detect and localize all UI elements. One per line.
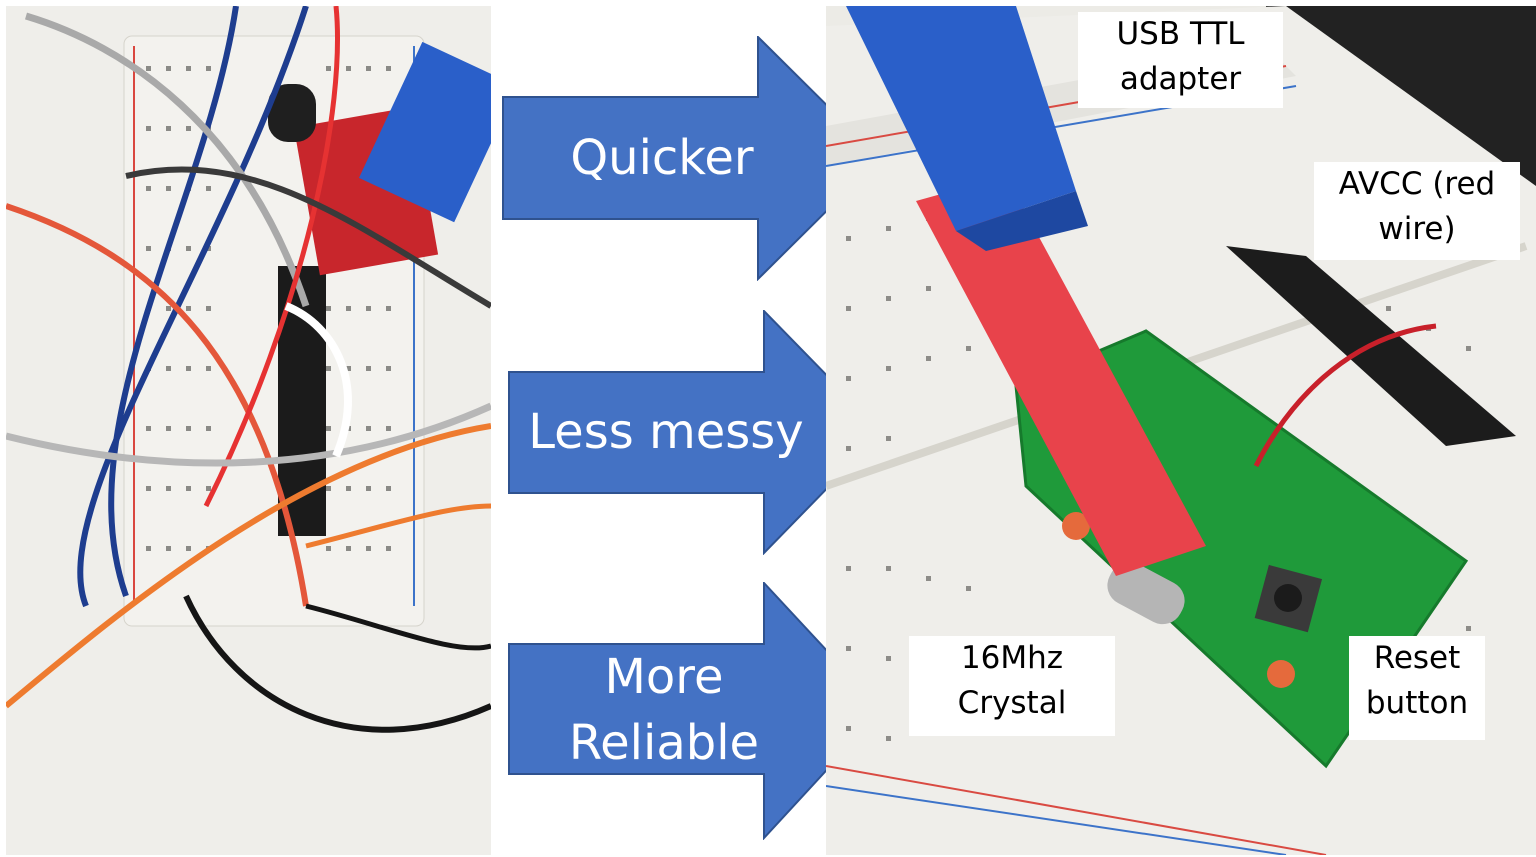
callout-line: 16Mhz — [960, 640, 1064, 676]
callout-line: AVCC (red — [1338, 166, 1496, 202]
arrow-label-line: Quicker — [570, 130, 754, 186]
arrow-more-reliable: More Reliable — [508, 582, 888, 840]
callout-16mhz-crystal: 16Mhz Crystal — [909, 636, 1115, 736]
callout-reset-button: Reset button — [1349, 636, 1485, 740]
callout-line: adapter — [1119, 61, 1242, 97]
arrow-less-messy: Less messy — [508, 310, 888, 555]
arrow-quicker: Quicker — [502, 36, 882, 281]
callout-usb-ttl-adapter: USB TTL adapter — [1078, 12, 1283, 108]
callout-line: button — [1365, 685, 1469, 721]
callout-line: Crystal — [957, 685, 1067, 721]
arrow-label-line: Reliable — [568, 715, 760, 771]
breadboard-photo-messy — [6, 6, 491, 855]
arrow-label-line: Less messy — [528, 404, 804, 460]
arrow-label-line: More — [604, 649, 724, 705]
callout-line: USB TTL — [1116, 16, 1245, 52]
arrow-label-more-reliable: More Reliable — [508, 644, 820, 776]
arrow-label-quicker: Quicker — [502, 125, 822, 191]
callout-line: wire) — [1378, 211, 1456, 247]
callout-line: Reset — [1373, 640, 1461, 676]
callout-avcc: AVCC (red wire) — [1314, 162, 1520, 260]
arrow-label-less-messy: Less messy — [508, 399, 824, 465]
